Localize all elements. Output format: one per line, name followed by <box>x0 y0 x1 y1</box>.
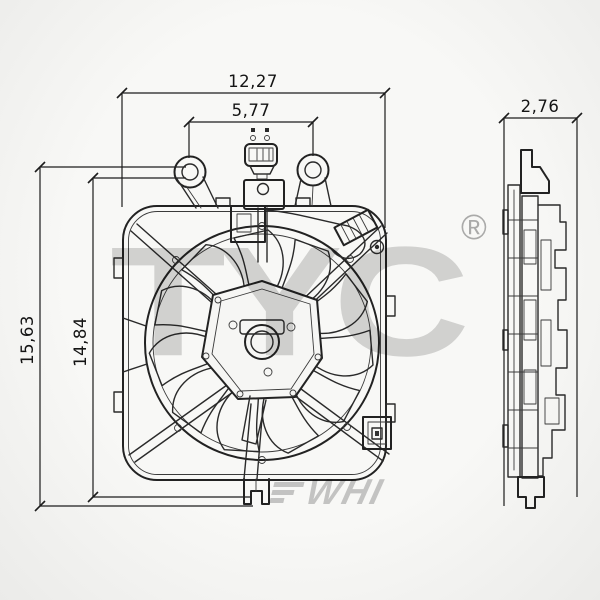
dimension-front-inner-height: 14,84 <box>71 172 250 503</box>
mounting-bracket-right <box>294 153 332 207</box>
side-profile <box>507 149 568 509</box>
connector-pinout-icon <box>244 128 278 180</box>
dimension-front-overall-width: 12,27 <box>116 72 391 228</box>
fan-shroud-inner-wall <box>128 211 381 475</box>
fan-ring-outer <box>144 225 380 461</box>
dim-label-front-overall-height: 15,63 <box>18 315 37 365</box>
dimension-front-mount-width: 5,77 <box>183 101 319 158</box>
fan-motor-hub <box>201 280 323 445</box>
hub-shaft-bore <box>244 324 280 360</box>
dimension-side-depth: 2,76 <box>498 97 583 506</box>
dim-label-side-depth: 2,76 <box>521 97 560 116</box>
dim-label-front-overall-width: 12,27 <box>228 72 278 91</box>
bottom-mounting-tab <box>243 478 270 505</box>
side-view <box>502 149 568 509</box>
dim-label-front-mount-width: 5,77 <box>232 101 271 120</box>
dim-label-front-inner-height: 14,84 <box>71 317 90 367</box>
mounting-bracket-left <box>173 155 219 209</box>
motor-connector <box>331 208 385 260</box>
shroud-socket <box>362 416 392 450</box>
front-view <box>113 128 396 505</box>
fan-blades <box>148 229 374 454</box>
harness-bracket <box>230 179 349 243</box>
side-detail-blocks <box>502 209 560 449</box>
dimension-front-overall-height: 15,63 <box>18 161 253 512</box>
ring-bosses <box>172 222 354 464</box>
